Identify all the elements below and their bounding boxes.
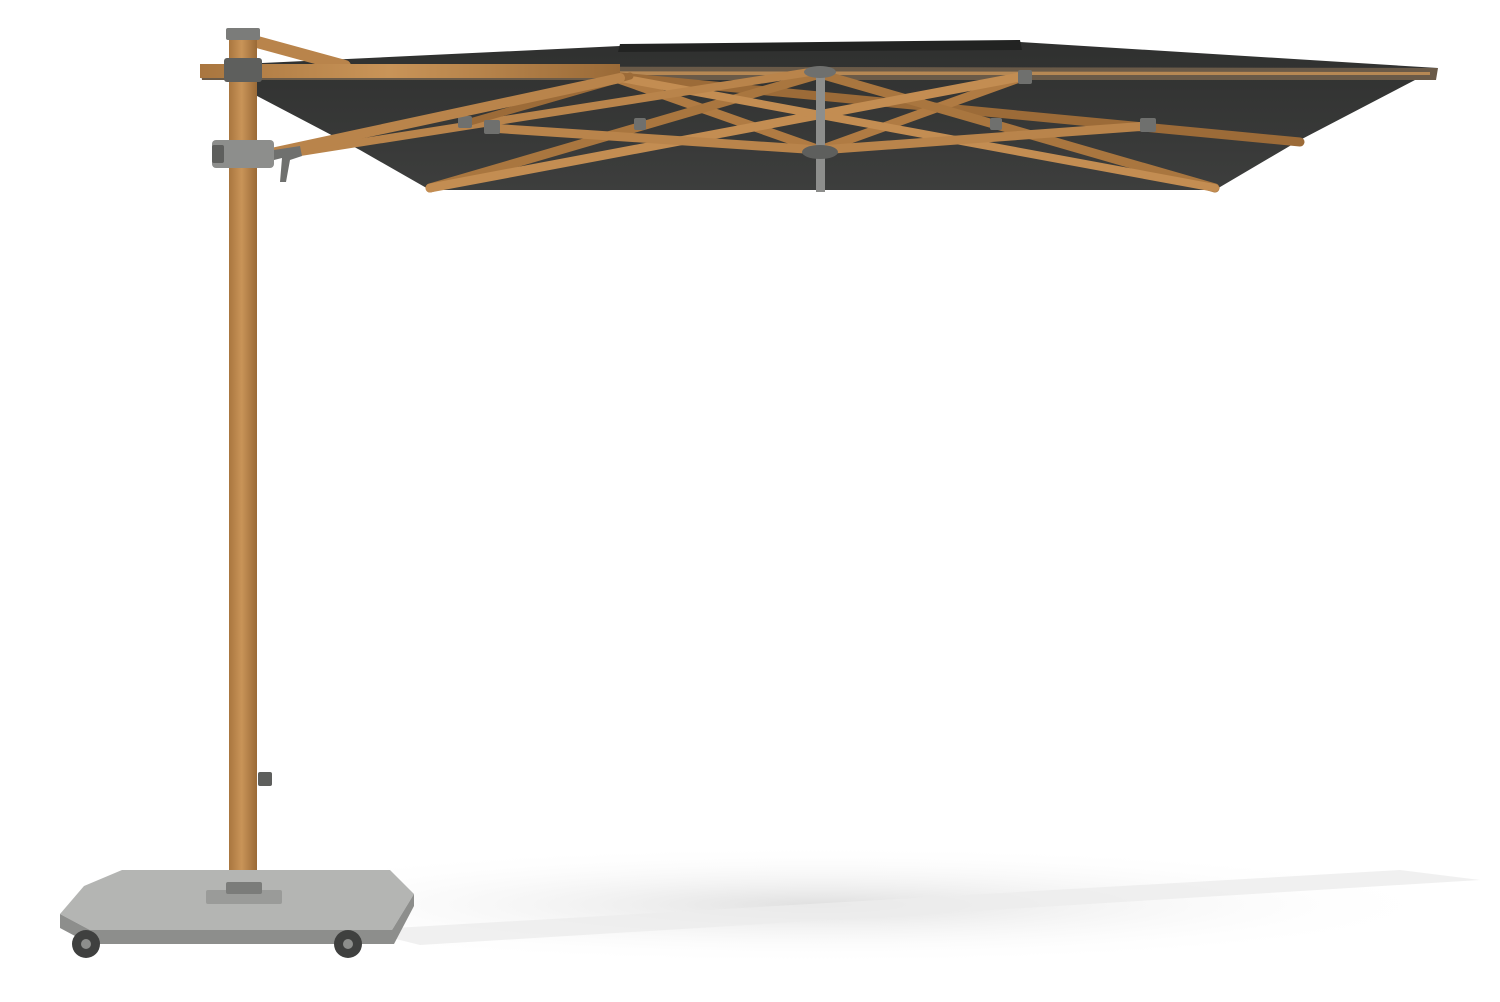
crank-mechanism: [212, 140, 302, 182]
rib: [815, 121, 1153, 155]
upper-arm-beam: [200, 64, 620, 78]
hub-top: [804, 66, 836, 78]
parasol-base: [60, 870, 414, 944]
hub-bottom: [802, 145, 838, 159]
wheel-hub: [81, 939, 91, 949]
base-front: [60, 894, 414, 944]
bracket: [990, 118, 1002, 130]
crank-knob: [212, 145, 224, 163]
canopy-ribs: [296, 68, 1305, 193]
rib: [425, 69, 825, 193]
rib: [605, 71, 825, 155]
base-wheels: [72, 930, 362, 958]
hub-pole: [816, 70, 825, 192]
lower-support-arm: [257, 73, 625, 160]
bracket: [1018, 70, 1032, 84]
bracket: [1140, 118, 1156, 132]
rib: [815, 69, 1220, 193]
crank-lever: [274, 146, 302, 182]
rib: [296, 68, 814, 156]
base-plate: [206, 890, 282, 904]
bracket: [634, 118, 646, 130]
wheel-hub: [343, 939, 353, 949]
base-collar: [226, 882, 262, 894]
mast-cap: [226, 28, 260, 40]
canopy-top-strip: [618, 40, 1022, 52]
rib: [425, 71, 1030, 193]
parasol-mast: [224, 28, 262, 898]
canopy-hub: [802, 66, 838, 192]
rib: [815, 71, 1030, 155]
bracket: [458, 116, 472, 128]
rib: [606, 72, 1219, 192]
rib: [485, 123, 825, 155]
upper-arm: [200, 34, 620, 78]
upper-arm-strut: [244, 34, 351, 72]
mast-pole: [229, 36, 257, 898]
crank-housing: [212, 140, 274, 168]
mast-top-joint: [224, 58, 262, 82]
bracket: [484, 120, 500, 134]
ground-shadow-band: [360, 870, 1480, 945]
mast-foot-lock: [258, 772, 272, 786]
